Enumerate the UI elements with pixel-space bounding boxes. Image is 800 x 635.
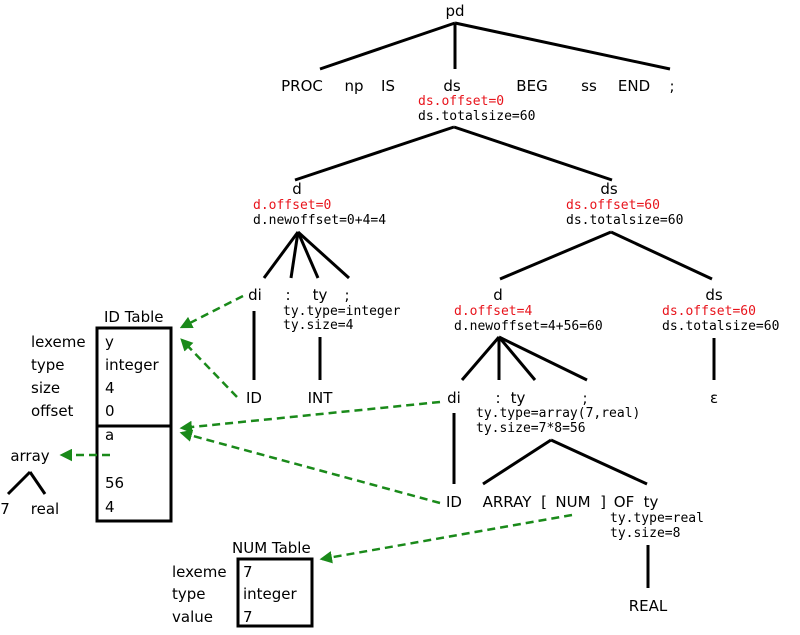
node-ds-top: ds	[443, 77, 461, 95]
attr-d2-newoffset: d.newoffset=4+56=60	[454, 319, 603, 334]
token-beg: BEG	[516, 77, 547, 95]
attr-ds-totalsize: ds.totalsize=60	[418, 109, 535, 124]
id-table: ID Table lexeme type size offset y integ…	[31, 308, 173, 523]
node-d2: d	[493, 286, 503, 304]
token-colon-1: :	[285, 286, 290, 304]
pointer-num-numtable	[319, 513, 573, 564]
num-table-box	[236, 557, 314, 628]
attr-ty1-size: ty.size=4	[283, 318, 354, 333]
edge-pd-proc	[319, 21, 456, 71]
num-field-type: type	[172, 585, 206, 603]
token-lbracket: [	[541, 493, 547, 511]
pointer-id2-idtable	[179, 429, 441, 505]
type-expr-root: array	[10, 447, 49, 465]
token-semicolon: ;	[669, 77, 674, 95]
num-field-value: value	[172, 608, 213, 626]
attr-d1-newoffset: d.newoffset=0+4=4	[253, 213, 386, 228]
num-field-lexeme: lexeme	[172, 563, 227, 581]
node-ds1: ds	[600, 180, 618, 198]
id-entry-0-size: 4	[105, 379, 115, 397]
edge-pd-semicolon	[454, 21, 671, 71]
token-proc: PROC	[281, 77, 323, 95]
edge-ty2-array	[482, 438, 552, 486]
type-expr-child-0: 7	[0, 500, 10, 518]
attr-ty2-type: ty.type=array(7,real)	[476, 406, 640, 421]
num-value-lexeme: 7	[243, 563, 253, 581]
node-ty-2: ty	[511, 389, 526, 407]
attr-ds1-totalsize: ds.totalsize=60	[566, 213, 683, 228]
node-pd: pd	[445, 2, 464, 20]
token-id-1: ID	[246, 389, 262, 407]
id-entry-1-size: 56	[105, 474, 124, 492]
num-value-type: integer	[243, 585, 298, 603]
token-of: OF	[614, 493, 634, 511]
node-ty-3: ty	[644, 493, 659, 511]
type-expr-child-1: real	[31, 500, 59, 518]
token-end: END	[618, 77, 650, 95]
token-rbracket: ]	[600, 493, 606, 511]
token-is: IS	[381, 77, 395, 95]
node-di-2: di	[447, 389, 461, 407]
attr-d1-offset: d.offset=0	[253, 198, 331, 213]
attr-ty3-type: ty.type=real	[610, 511, 704, 526]
attr-ty2-size: ty.size=7*8=56	[476, 421, 586, 436]
num-table: NUM Table lexeme type value 7 integer 7	[172, 539, 314, 628]
token-id-2: ID	[446, 493, 462, 511]
id-table-title: ID Table	[104, 308, 164, 326]
id-field-offset: offset	[31, 402, 74, 420]
token-semicolon-2: ;	[582, 389, 587, 407]
id-entry-0-offset: 0	[105, 402, 115, 420]
num-value-value: 7	[243, 608, 253, 626]
token-num: NUM	[555, 493, 590, 511]
id-entry-0-lexeme: y	[105, 333, 114, 351]
type-expression-tree: array 7 real	[0, 447, 59, 518]
node-ds2: ds	[705, 286, 723, 304]
token-semicolon-1: ;	[344, 286, 349, 304]
edge-ds1-d2	[499, 230, 612, 281]
id-entry-1-offset: 4	[105, 498, 115, 516]
attr-ty3-size: ty.size=8	[610, 526, 680, 541]
token-np: np	[344, 77, 363, 95]
edge-ds1-ds2	[610, 230, 713, 281]
token-real: REAL	[629, 597, 668, 615]
token-colon-2: :	[495, 389, 500, 407]
id-field-lexeme: lexeme	[31, 333, 86, 351]
root-edges	[319, 21, 671, 71]
num-table-title: NUM Table	[232, 539, 311, 557]
attr-ty1-type: ty.type=integer	[283, 304, 401, 319]
d2-edges	[460, 335, 588, 382]
node-ty-1: ty	[313, 286, 328, 304]
id-field-type: type	[31, 356, 65, 374]
node-d1: d	[292, 180, 302, 198]
id-entry-0-type: integer	[105, 356, 160, 374]
token-epsilon: ε	[710, 389, 718, 407]
edge-ds-d1	[294, 125, 455, 182]
attr-ds2-offset: ds.offset=60	[662, 304, 756, 319]
attr-ds-offset: ds.offset=0	[418, 94, 504, 109]
attr-ds2-totalsize: ds.totalsize=60	[662, 319, 779, 334]
token-int: INT	[308, 389, 334, 407]
token-array: ARRAY	[483, 493, 533, 511]
node-ss: ss	[581, 77, 597, 95]
attr-d2-offset: d.offset=4	[454, 304, 532, 319]
d1-edges	[262, 230, 351, 280]
symbol-table-pointers	[59, 294, 573, 564]
id-entry-1-lexeme: a	[105, 426, 114, 444]
pointer-di1-idtable	[179, 294, 244, 329]
edge-ds-ds1	[453, 125, 613, 182]
pointer-id1-idtable	[180, 338, 238, 398]
pointer-di2-idtable	[179, 400, 441, 434]
edge-ty2-ty	[550, 438, 648, 486]
id-field-size: size	[31, 379, 60, 397]
node-di-1: di	[248, 286, 262, 304]
attr-ds1-offset: ds.offset=60	[566, 198, 660, 213]
